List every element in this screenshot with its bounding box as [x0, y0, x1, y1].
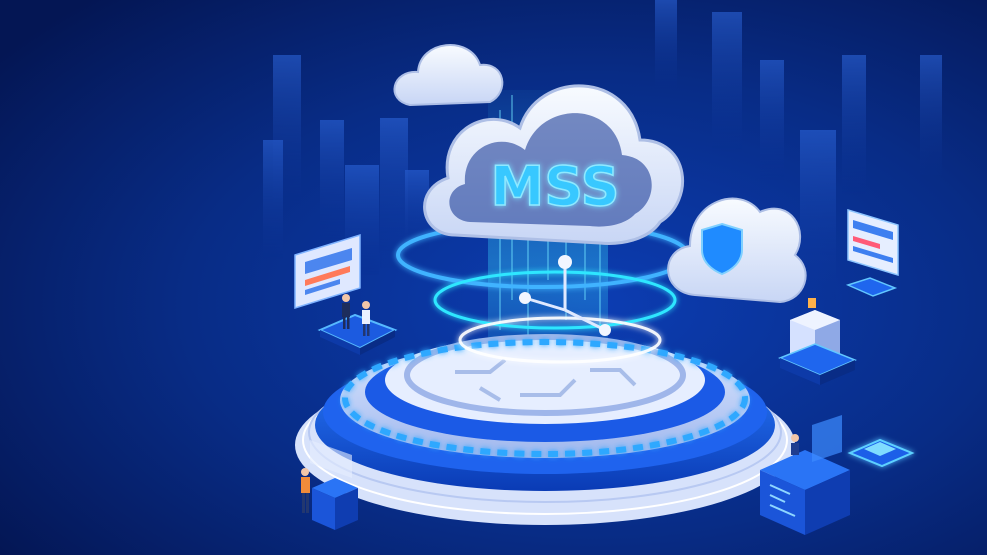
small-cloud-icon: [393, 44, 504, 107]
node-connector: [519, 255, 611, 336]
skyline-buildings: [263, 0, 942, 300]
shield-icon: [701, 222, 743, 276]
lower-left-cube: [301, 440, 358, 530]
code-cube: [760, 415, 850, 535]
shield-cloud-icon: [667, 197, 807, 304]
monitor-icon: [845, 208, 899, 297]
dashboard-panel-left: [294, 233, 398, 355]
cloud-icon: MSS: [423, 84, 684, 245]
base-platform: [295, 334, 795, 525]
chip-icon: [847, 438, 915, 468]
person-figure: [342, 294, 370, 336]
cloud-main-text: MSS: [490, 155, 619, 218]
server-icon: [778, 298, 857, 385]
